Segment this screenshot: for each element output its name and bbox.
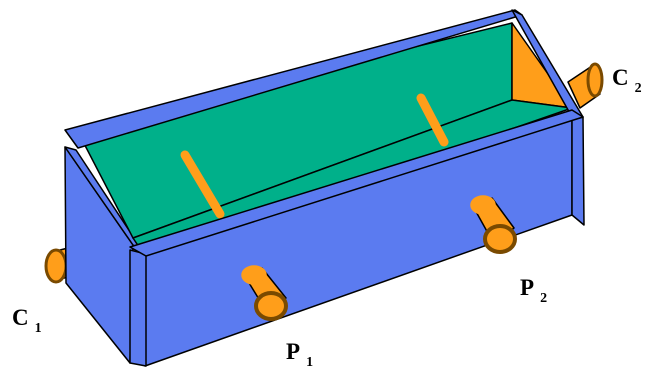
baffle-rod-right [416, 93, 449, 147]
label-c2-letter: C [612, 65, 629, 90]
label-c1-letter: C [12, 305, 29, 330]
label-p2-index: 2 [540, 291, 548, 306]
label-p1-index: 1 [306, 355, 314, 370]
front-rim [129, 109, 584, 257]
pipe-c2 [567, 62, 604, 109]
label-p2-letter: P [520, 275, 535, 300]
pipe-p2 [470, 195, 517, 254]
baffle-rod-left [180, 150, 225, 219]
front-wall-left-post [129, 249, 147, 367]
label-p1-letter: P [286, 339, 301, 364]
pipe-p1 [241, 265, 288, 321]
front-wall-right-post [571, 116, 585, 226]
label-c2-index: 2 [634, 81, 642, 96]
label-c1-index: 1 [34, 321, 42, 336]
